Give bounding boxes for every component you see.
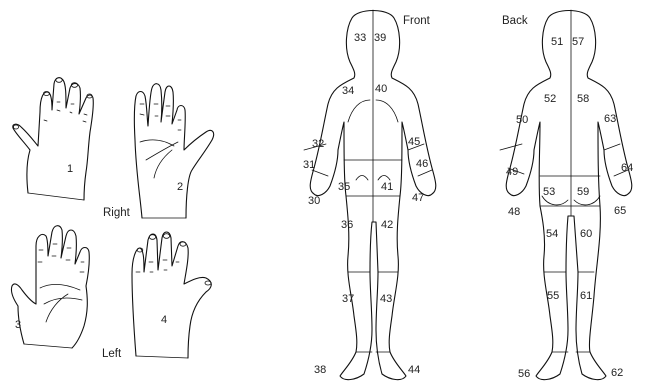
zone-59: 59	[577, 186, 589, 198]
hand-left-palm	[11, 226, 89, 348]
zone-47: 47	[412, 192, 424, 204]
zone-54: 54	[546, 228, 558, 240]
label-right: Right	[103, 207, 131, 219]
zone-56: 56	[518, 368, 530, 380]
hand-right-back	[13, 78, 93, 200]
zone-36: 36	[341, 219, 353, 231]
body-back	[500, 10, 632, 380]
zone-3: 3	[15, 319, 21, 331]
zone-62: 62	[611, 367, 623, 379]
zone-63: 63	[604, 113, 616, 125]
zone-2: 2	[177, 181, 183, 193]
zone-46: 46	[416, 158, 428, 170]
zone-49: 49	[506, 166, 518, 178]
zone-1: 1	[67, 163, 73, 175]
zone-32: 32	[312, 138, 324, 150]
zone-44: 44	[408, 364, 420, 376]
zone-51: 51	[551, 36, 563, 48]
hand-right-palm	[134, 84, 213, 218]
zone-60: 60	[580, 228, 592, 240]
zone-45: 45	[408, 136, 420, 148]
zone-33: 33	[354, 32, 366, 44]
zone-57: 57	[572, 36, 584, 48]
zone-58: 58	[577, 93, 589, 105]
zone-37: 37	[342, 293, 354, 305]
zone-38: 38	[314, 364, 326, 376]
zone-34: 34	[342, 85, 354, 97]
zone-65: 65	[614, 205, 626, 217]
zone-31: 31	[303, 159, 315, 171]
zone-61: 61	[580, 290, 592, 302]
hand-left-back	[132, 232, 211, 358]
zone-50: 50	[516, 114, 528, 126]
label-left: Left	[102, 348, 122, 360]
label-back: Back	[502, 15, 528, 27]
zone-64: 64	[621, 162, 633, 174]
zone-4: 4	[161, 314, 167, 326]
zone-52: 52	[544, 93, 556, 105]
zone-53: 53	[543, 186, 555, 198]
zone-39: 39	[374, 32, 386, 44]
zone-40: 40	[375, 83, 387, 95]
zone-48: 48	[508, 206, 520, 218]
zone-30: 30	[308, 195, 320, 207]
label-front: Front	[403, 15, 431, 27]
zone-43: 43	[380, 293, 392, 305]
zone-35: 35	[338, 181, 350, 193]
zone-55: 55	[547, 290, 559, 302]
zone-41: 41	[381, 181, 393, 193]
zone-42: 42	[381, 219, 393, 231]
